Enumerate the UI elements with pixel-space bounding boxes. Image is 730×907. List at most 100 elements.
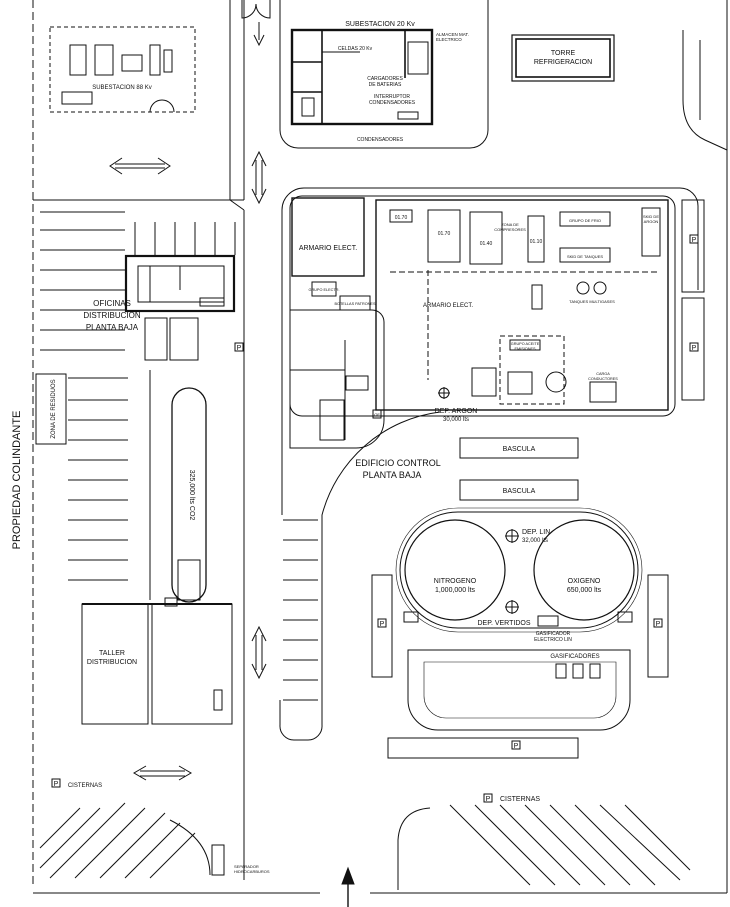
bascula-1-label: BASCULA — [503, 446, 536, 453]
dep-argon-label-1: DEP. ARGON — [435, 408, 478, 415]
parking-stalls-west — [68, 377, 128, 581]
parking-east — [681, 199, 705, 293]
substation-20-building — [290, 28, 434, 126]
grupo-frio-label: GRUPO DE FRIO — [569, 218, 601, 223]
traffic-arrow-vertical — [251, 625, 267, 680]
equipment-box — [559, 211, 611, 227]
parking-label: P — [514, 743, 519, 750]
substation-88-equipment — [121, 54, 143, 72]
room-0110: 01.10 — [530, 239, 543, 245]
taller-label-1: TALLER — [99, 650, 125, 657]
room-box — [527, 215, 545, 263]
skid-tanques-label: SKID DE TANQUES — [567, 254, 603, 259]
oficinas-label-1: OFICINAS — [93, 299, 131, 308]
substation-88-area — [49, 26, 196, 113]
equipment-box — [617, 611, 633, 623]
parking-stalls-top — [134, 222, 236, 255]
bascula-2-label: BASCULA — [503, 488, 536, 495]
parking-sign — [234, 342, 244, 352]
parking-label: P — [486, 796, 491, 803]
co2-tank — [171, 387, 207, 603]
cistern-stalls-west — [39, 802, 196, 879]
celdas-label: CELDAS 20 Kv — [338, 46, 373, 52]
substation-20-equipment — [407, 41, 429, 75]
torre-label-2: REFRIGERACION — [534, 59, 592, 66]
cooling-tower-outer — [511, 34, 615, 82]
interruptor-label-2: CONDENSADORES — [369, 100, 416, 106]
dep-lin-label-1: DEP. LIN — [522, 529, 550, 536]
almacen-label-2: ELECTRICO — [436, 37, 462, 42]
taller-label-2: DISTRIBUCION — [87, 659, 137, 666]
property-label: PROPIEDAD COLINDANTE — [11, 411, 23, 550]
control-building-offices — [289, 309, 385, 449]
room-0170a: 01.70 — [395, 215, 408, 221]
oficinas-label-2: DISTRIBUCION — [83, 311, 141, 320]
gasifier-unit — [572, 663, 584, 679]
gasifier-unit — [589, 663, 601, 679]
parking-stalls-center — [283, 519, 318, 701]
scale-2 — [459, 479, 579, 501]
armario-room — [291, 197, 365, 277]
parking-east — [681, 297, 705, 401]
north-arrow-head — [341, 866, 355, 885]
grupo-aceite-1: GRUPO ACEITE — [511, 342, 540, 346]
co2-tank-base — [177, 559, 201, 601]
parking-stalls-left — [40, 211, 125, 351]
zona-residuos-label: ZONA DE RESIDUOS — [51, 379, 57, 438]
offices-building — [124, 254, 236, 313]
oficinas-sign-box — [372, 409, 382, 419]
grupo-aceite-2: EMISIONES — [514, 347, 536, 351]
separador-label-1: SEPARADOR — [234, 864, 259, 869]
equipment-box — [507, 371, 533, 395]
gasificadores-label: GASIFICADORES — [550, 654, 599, 660]
east-road-edge — [682, 30, 728, 151]
oficinas-label-3: PLANTA BAJA — [86, 323, 139, 332]
room-0140: 01.40 — [480, 241, 493, 247]
parking-sign — [511, 740, 521, 750]
offices-inner — [137, 265, 225, 303]
parking-tank-west — [371, 574, 393, 678]
oficinas-sign: OF — [374, 412, 380, 417]
parking-sign — [483, 793, 493, 803]
tank-farm-outline-outer — [395, 507, 643, 633]
substation-20-label: SUBESTACION 20 Kv — [345, 21, 415, 28]
armario-1-label: ARMARIO ELECT. — [299, 245, 357, 252]
equipment-box — [559, 247, 611, 263]
cargadores-label-2: DE BATERIAS — [369, 82, 402, 88]
nitrogen-tank — [404, 519, 506, 621]
gasifier-pad-inner — [423, 661, 617, 719]
dep-argon-label-2: 30,000 lts — [443, 417, 469, 423]
cisternas-right-label: CISTERNAS — [500, 796, 540, 803]
substation-88-gate — [149, 99, 175, 113]
substation-88-equipment — [94, 44, 114, 76]
room-box — [469, 211, 503, 265]
cooling-tower-inner — [515, 38, 611, 78]
entrance — [169, 317, 199, 361]
nitrogeno-label-1: NITROGENO — [434, 578, 477, 585]
gasifier-pad — [407, 649, 631, 731]
substation-88-equipment — [149, 44, 161, 76]
oxigeno-label-2: 650,000 lts — [567, 587, 602, 594]
substation-20-road — [279, 0, 489, 149]
gate-top-entrance — [241, 0, 271, 47]
skid-argon-2: ARGON — [644, 219, 659, 224]
equipment-box — [641, 207, 661, 257]
co2-pump — [164, 597, 178, 607]
parking-sign — [689, 234, 699, 244]
parking-label: P — [692, 237, 697, 244]
parking-sign — [51, 778, 61, 788]
substation-88-equipment — [163, 49, 173, 73]
torre-label-1: TORRE — [551, 50, 576, 57]
cisternas-left-label: CISTERNAS — [68, 783, 102, 789]
equipment-box — [403, 611, 419, 623]
parking-label: P — [692, 345, 697, 352]
office-room — [345, 375, 369, 391]
edificio-label-2: PLANTA BAJA — [363, 470, 422, 480]
multigas-tank — [593, 281, 607, 295]
parking-tank-east — [647, 574, 669, 678]
tanques-multigases-label: TANQUES MULTIGASES — [569, 299, 615, 304]
workshop-equipment — [213, 689, 223, 711]
room-0170b: 01.70 — [438, 231, 451, 237]
substation-88-equipment — [69, 44, 87, 76]
dep-lin-label-2: 32,000 lts — [522, 538, 548, 544]
